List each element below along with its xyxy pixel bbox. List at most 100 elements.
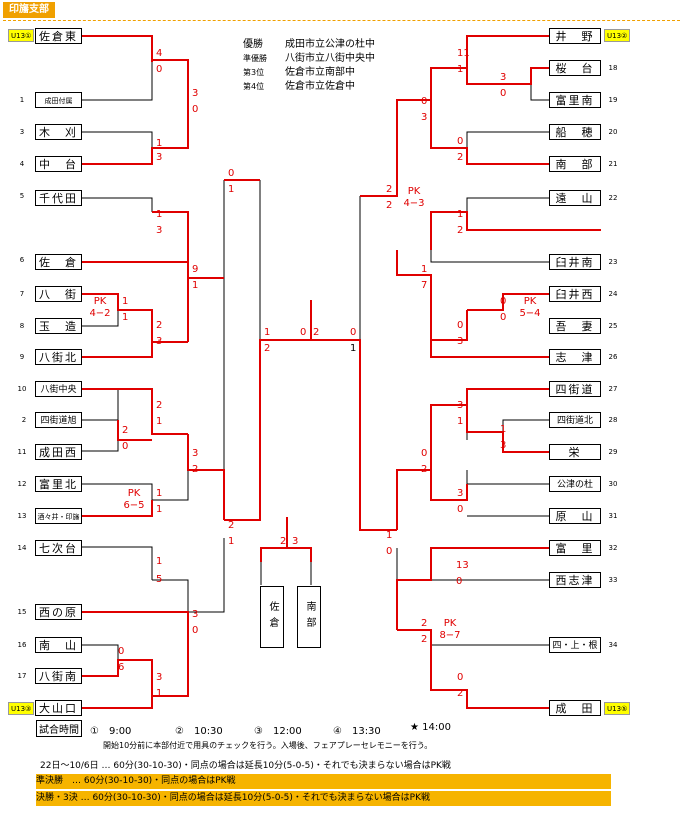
score: 3	[192, 609, 199, 620]
score: 0	[192, 104, 199, 115]
seed-number: 11	[17, 448, 27, 456]
score: 2	[457, 152, 464, 163]
seed-number: 19	[608, 96, 618, 104]
seed-number: 3	[19, 128, 25, 136]
score: 1	[228, 536, 235, 547]
team-box: 四・上・根	[549, 637, 601, 653]
score: 1	[264, 327, 271, 338]
score: 1	[421, 264, 428, 275]
team-box: 栄	[549, 444, 601, 460]
score: 1	[192, 280, 199, 291]
score: 1	[457, 64, 464, 75]
score: 3	[457, 488, 464, 499]
score: 0	[350, 327, 357, 338]
team-box: 西の原	[35, 604, 82, 620]
seed-number: 5	[19, 192, 25, 200]
team-box: 志 津	[549, 349, 601, 365]
pk-title: PK	[443, 618, 457, 629]
time-slot: ★ 14:00	[410, 722, 451, 733]
pk-title: PK	[93, 296, 107, 307]
rule-band: 決勝・3決 … 60分(30-10-30)・同点の場合は延長10分(5-0-5)…	[36, 791, 611, 806]
score: 0	[500, 296, 507, 307]
score: 7	[421, 280, 428, 291]
score: 5	[156, 574, 163, 585]
team-box: 成田西	[35, 444, 82, 460]
team-box: 八 街	[35, 286, 82, 302]
score: 0	[386, 546, 393, 557]
team-box: 四街道北	[549, 412, 601, 428]
result-label: 優勝	[243, 39, 263, 50]
score: 2	[280, 536, 287, 547]
score: 0	[300, 327, 307, 338]
seed-number: 15	[17, 608, 27, 616]
team-box: 船 穂	[549, 124, 601, 140]
score: 2	[156, 400, 163, 411]
time-slot: ③ 12:00	[254, 726, 302, 737]
team-box: 富里南	[549, 92, 601, 108]
time-slot: ① 9:00	[90, 726, 132, 737]
pk-score: 8−7	[439, 630, 461, 641]
seed-number: 17	[17, 672, 27, 680]
seed-number: 23	[608, 258, 618, 266]
team-box: 原 山	[549, 508, 601, 524]
result-row: 第4位佐倉市立佐倉中	[243, 80, 375, 94]
score: 1	[122, 296, 129, 307]
score: 2	[228, 520, 235, 531]
result-team: 佐倉市立南部中	[285, 67, 355, 78]
result-team: 成田市立公津の杜中	[285, 39, 375, 50]
team-box: 八街北	[35, 349, 82, 365]
team-box: 四街道旭	[35, 412, 82, 428]
seed-number: 29	[608, 448, 618, 456]
score: 1	[156, 488, 163, 499]
seed-number: 4	[19, 160, 25, 168]
score: 1	[457, 209, 464, 220]
score: 3	[500, 72, 507, 83]
score: 1	[156, 209, 163, 220]
seed-number: 6	[19, 256, 25, 264]
result-team: 八街市立八街中央中	[285, 53, 375, 64]
score: 2	[457, 225, 464, 236]
team-box: 桜 台	[549, 60, 601, 76]
score: 0	[421, 448, 428, 459]
pk-title: PK	[127, 488, 141, 499]
seed-number: 27	[608, 385, 618, 393]
seed-number: 33	[608, 576, 618, 584]
team-box: 富里北	[35, 476, 82, 492]
score: 1	[156, 688, 163, 699]
score: 0	[456, 576, 463, 587]
seed-number: 13	[17, 512, 27, 520]
seed-number: 18	[608, 64, 618, 72]
rule-line: 22日〜10/6日 … 60分(30-10-30)・同点の場合は延長10分(5-…	[40, 761, 451, 771]
score: 0	[192, 625, 199, 636]
score: 2	[264, 343, 271, 354]
seed-number: 8	[19, 322, 25, 330]
score: 3	[421, 112, 428, 123]
score: 3	[156, 336, 163, 347]
seed-number: 10	[17, 385, 27, 393]
u13-tag: U13①	[8, 29, 35, 42]
team-box: 八街中央	[35, 381, 82, 397]
seed-number: 9	[19, 353, 25, 361]
rule-band: 準決勝 … 60分(30-10-30)・同点の場合はPK戦	[36, 774, 611, 789]
score: 13	[456, 560, 469, 571]
seed-number: 22	[608, 194, 618, 202]
result-row: 優勝 成田市立公津の杜中	[243, 38, 375, 52]
score: 2	[156, 320, 163, 331]
team-box: 七次台	[35, 540, 82, 556]
pk-score: 5−4	[519, 308, 541, 319]
score: 2	[192, 464, 199, 475]
score: 2	[421, 618, 428, 629]
score: 3	[192, 448, 199, 459]
score: 1	[156, 556, 163, 567]
seed-number: 16	[17, 641, 27, 649]
team-box: 臼井南	[549, 254, 601, 270]
seed-number: 20	[608, 128, 618, 136]
result-team: 佐倉市立佐倉中	[285, 81, 355, 92]
team-box: 南 山	[35, 637, 82, 653]
team-box: 西志津	[549, 572, 601, 588]
score: 0	[228, 168, 235, 179]
u13-tag: U13③	[8, 702, 35, 715]
score: 0	[457, 504, 464, 515]
score: 2	[457, 688, 464, 699]
score: 2	[421, 634, 428, 645]
